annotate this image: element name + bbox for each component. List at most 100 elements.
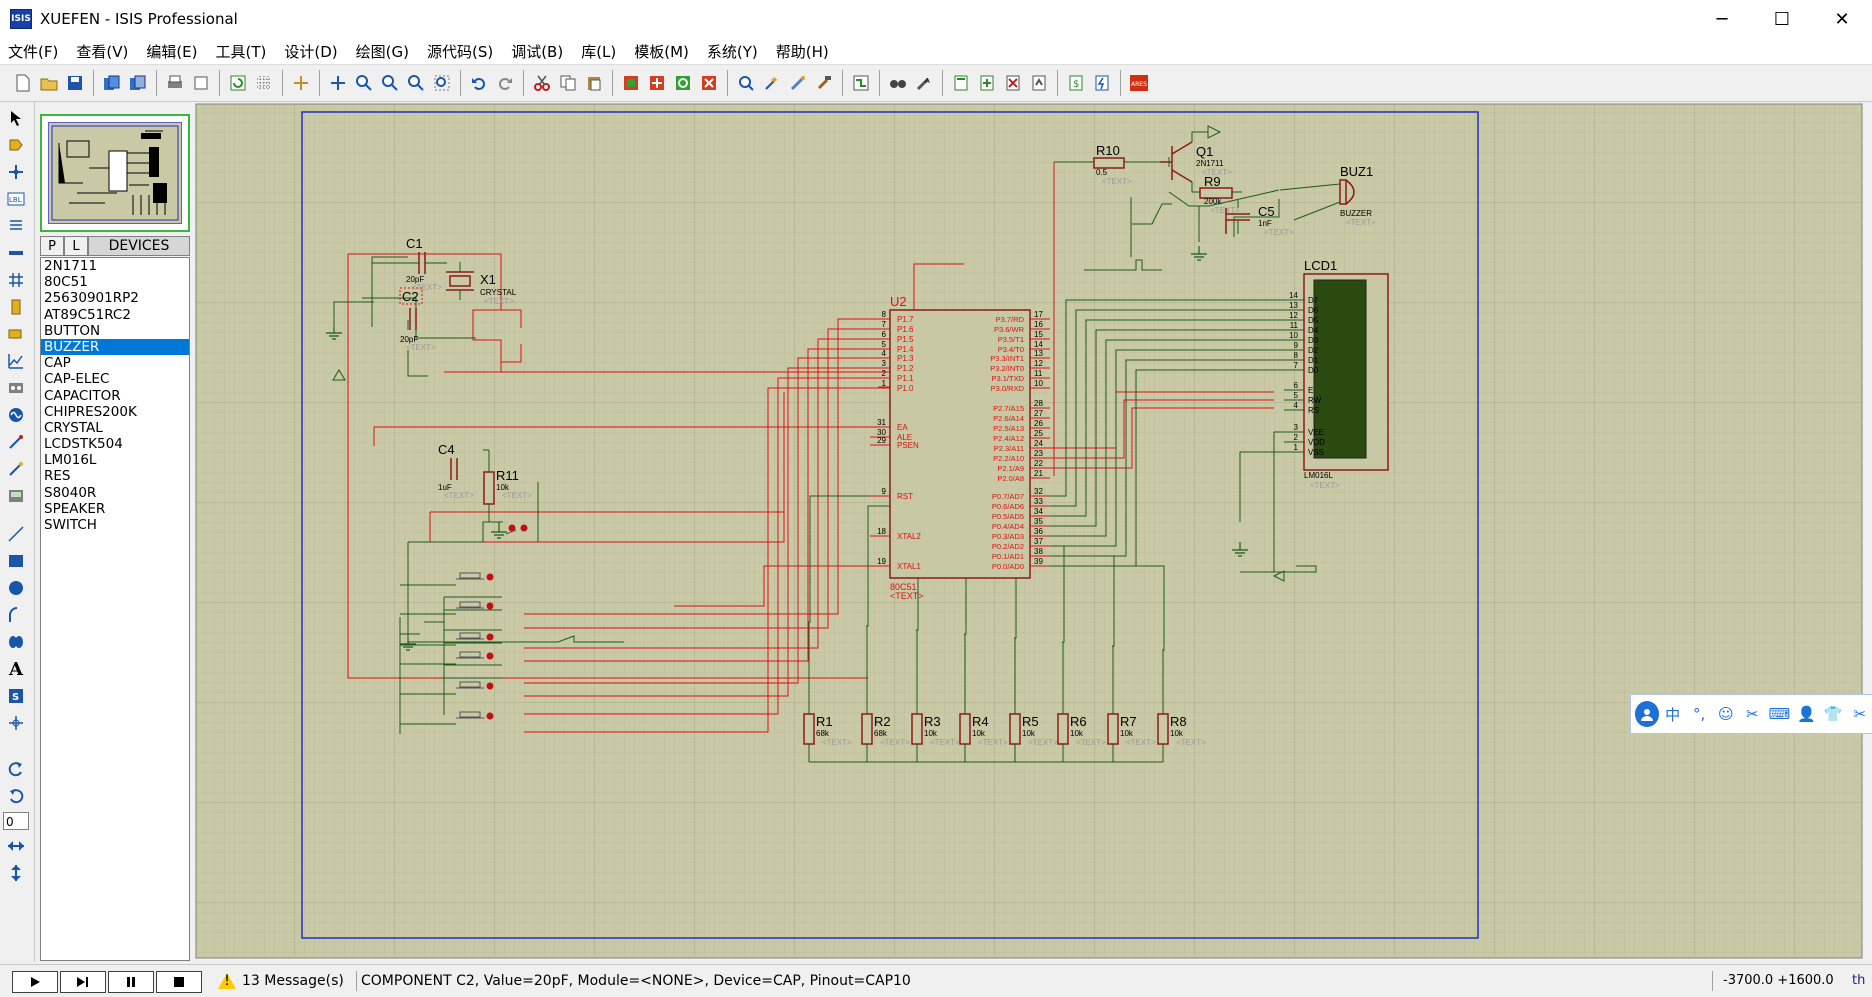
ime-punctuation-icon[interactable]: °, — [1693, 705, 1706, 723]
pick-devices-tab[interactable]: P — [40, 236, 64, 256]
menu-help[interactable]: 帮助(H) — [775, 42, 829, 61]
stop-button[interactable] — [156, 971, 202, 993]
device-item[interactable]: CAPACITOR — [44, 387, 121, 404]
device-item[interactable]: CRYSTAL — [44, 419, 103, 436]
library-manager-tab[interactable]: L — [64, 236, 88, 256]
symbol-icon[interactable]: S — [3, 685, 29, 707]
block-rotate-icon[interactable] — [672, 72, 694, 94]
device-item-selected[interactable]: BUZZER — [41, 338, 189, 356]
ime-user-icon[interactable]: 👤 — [1797, 705, 1816, 723]
rotate-anticlockwise-icon[interactable] — [3, 785, 29, 807]
block-move-icon[interactable] — [646, 72, 668, 94]
device-item[interactable]: 25630901RP2 — [44, 290, 139, 307]
device-item[interactable]: RES — [44, 468, 71, 485]
menu-template[interactable]: 模板(M) — [634, 42, 689, 61]
device-item[interactable]: 80C51 — [44, 274, 88, 291]
zoom-out-icon[interactable] — [379, 72, 401, 94]
messages-indicator[interactable]: ! 13 Message(s) — [218, 971, 344, 991]
menu-design[interactable]: 设计(D) — [284, 42, 338, 61]
device-item[interactable]: SPEAKER — [44, 500, 106, 517]
device-item[interactable]: LM016L — [44, 452, 97, 469]
origin-icon[interactable] — [290, 72, 312, 94]
line-icon[interactable] — [3, 523, 29, 545]
circle-icon[interactable] — [3, 577, 29, 599]
device-item[interactable]: AT89C51RC2 — [44, 306, 131, 323]
menu-tools[interactable]: 工具(T) — [215, 42, 267, 61]
export-icon[interactable] — [127, 72, 149, 94]
pause-button[interactable] — [108, 971, 154, 993]
resistor-r10[interactable]: R10 0.5 <TEXT> — [1053, 143, 1160, 354]
grid-icon[interactable] — [253, 72, 275, 94]
path-icon[interactable] — [3, 631, 29, 653]
pick-device-icon[interactable] — [735, 72, 757, 94]
component-mode-icon[interactable] — [3, 134, 29, 156]
menu-source[interactable]: 源代码(S) — [426, 42, 494, 61]
cut-icon[interactable] — [531, 72, 553, 94]
device-item[interactable]: 2N1711 — [44, 258, 98, 274]
resistor-r11[interactable]: R11 10k <TEXT> — [483, 449, 532, 522]
marker-icon[interactable] — [3, 712, 29, 734]
property-tool-icon[interactable]: A — [913, 72, 935, 94]
print-icon[interactable] — [164, 72, 186, 94]
menu-graph[interactable]: 绘图(G) — [355, 42, 409, 61]
device-pin-icon[interactable] — [3, 323, 29, 345]
pan-icon[interactable] — [327, 72, 349, 94]
subcircuit-icon[interactable] — [3, 269, 29, 291]
box-icon[interactable] — [3, 550, 29, 572]
bill-of-materials-icon[interactable]: $ — [1065, 72, 1087, 94]
capacitor-c4[interactable]: C4 1uF <TEXT> — [438, 442, 474, 500]
menu-file[interactable]: 文件(F) — [8, 42, 59, 61]
transistor-q1[interactable]: Q1 2N1711 <TEXT> — [1160, 125, 1232, 192]
ime-chinese-mode[interactable]: 中 — [1665, 705, 1681, 724]
text-script-icon[interactable] — [3, 215, 29, 237]
ime-screenshot-icon[interactable]: ✂ — [1746, 705, 1759, 723]
text-icon[interactable]: A — [9, 658, 23, 680]
mirror-vertical-icon[interactable] — [3, 862, 29, 884]
capacitor-c2[interactable]: C2 20pF <TEXT> — [399, 287, 436, 352]
generator-icon[interactable] — [3, 404, 29, 426]
zoom-in-icon[interactable] — [353, 72, 375, 94]
menu-debug[interactable]: 调试(B) — [511, 42, 564, 61]
menu-view[interactable]: 查看(V) — [76, 42, 129, 61]
make-device-icon[interactable] — [761, 72, 783, 94]
menu-library[interactable]: 库(L) — [581, 42, 617, 61]
schematic-editor[interactable]: C1 20pF <TEXT> X1 CRYSTAL <TEXT> C2 20pF… — [194, 102, 1872, 962]
push-button[interactable] — [400, 681, 494, 695]
current-probe-icon[interactable] — [3, 458, 29, 480]
save-icon[interactable] — [64, 72, 86, 94]
new-file-icon[interactable] — [12, 72, 34, 94]
wire-autorouter-icon[interactable] — [850, 72, 872, 94]
close-button[interactable]: ✕ — [1834, 8, 1850, 30]
buzzer-buz1[interactable]: BUZ1 BUZZER <TEXT> — [1279, 164, 1376, 227]
paste-icon[interactable] — [583, 72, 605, 94]
block-delete-icon[interactable] — [698, 72, 720, 94]
device-item[interactable]: CAP — [44, 355, 71, 372]
zoom-area-icon[interactable] — [431, 72, 453, 94]
arc-icon[interactable] — [3, 604, 29, 626]
print-area-icon[interactable] — [190, 72, 212, 94]
push-button[interactable] — [400, 711, 494, 725]
push-button[interactable] — [400, 651, 494, 665]
microcontroller-u2[interactable]: U2 80C51 <TEXT> 8P1.77P1.66P1.55P1.44P1.… — [870, 294, 1050, 601]
bus-icon[interactable] — [3, 242, 29, 264]
maximize-button[interactable]: ☐ — [1773, 8, 1791, 30]
reset-button[interactable] — [505, 529, 517, 535]
resistor-r9[interactable]: R9 200k <TEXT> — [1192, 174, 1242, 215]
crystal-x1[interactable]: X1 CRYSTAL <TEXT> — [446, 262, 517, 306]
device-item[interactable]: LCDSTK504 — [44, 436, 123, 453]
block-copy-icon[interactable] — [620, 72, 642, 94]
overview-window[interactable] — [40, 114, 190, 232]
rotation-angle-field[interactable]: 0 — [3, 812, 29, 830]
device-item[interactable]: SWITCH — [44, 517, 97, 533]
ime-skin-icon[interactable]: 👕 — [1823, 705, 1843, 723]
search-icon[interactable] — [887, 72, 909, 94]
decompose-icon[interactable] — [813, 72, 835, 94]
device-item[interactable]: S8040R — [44, 484, 97, 501]
open-folder-icon[interactable] — [38, 72, 60, 94]
remove-sheet-icon[interactable] — [1002, 72, 1024, 94]
refresh-icon[interactable] — [227, 72, 249, 94]
wire-label-icon[interactable]: LBL — [3, 188, 29, 210]
